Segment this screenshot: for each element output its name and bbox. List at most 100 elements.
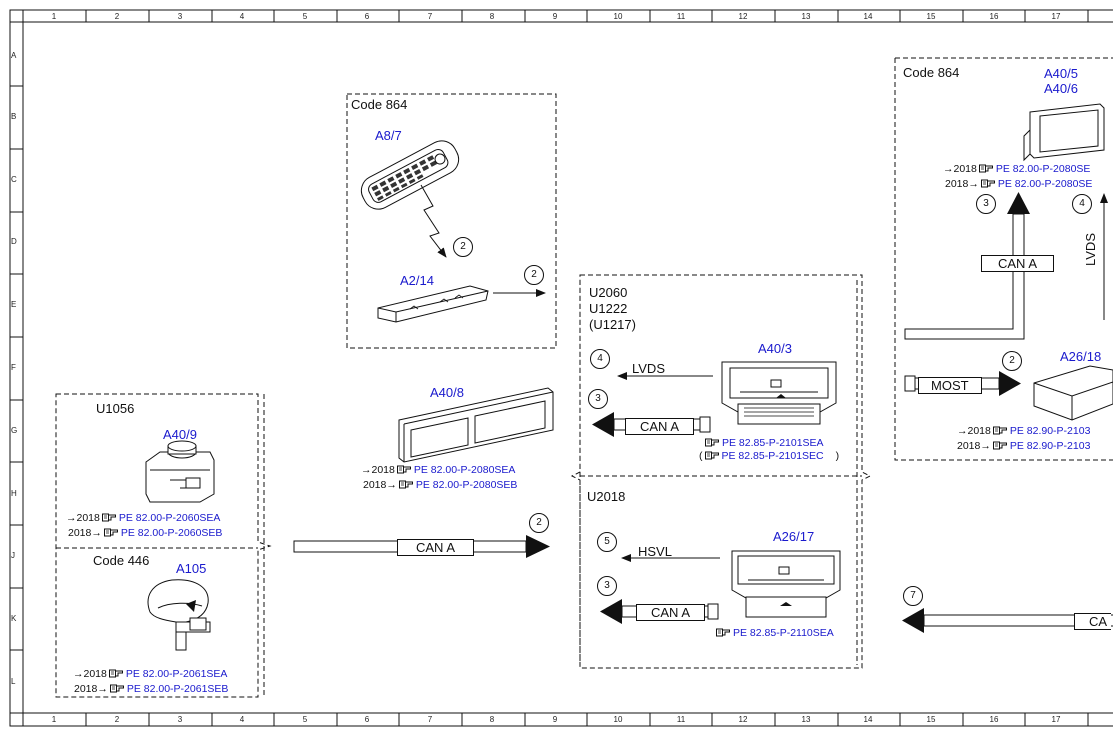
hand-pointer-icon (714, 627, 733, 639)
reference-code[interactable]: PE 82.00-P-2080SE (997, 178, 1093, 190)
hand-pointer-icon (979, 178, 998, 190)
reference-a105-up[interactable]: →2018 PE 82.00-P-2061SEA (73, 669, 227, 680)
reference-code[interactable]: PE 82.00-P-2060SEB (120, 527, 223, 539)
ruler-row-label: G (11, 426, 18, 435)
hand-pointer-icon (102, 527, 121, 539)
display-a40-8 (398, 387, 554, 463)
hand-pointer-icon (703, 437, 722, 449)
ruler-column-label: 15 (926, 715, 936, 724)
reference-prefix: 2018→ (363, 479, 397, 491)
callout-3-a26-17: 3 (597, 576, 617, 596)
reference-a105-from[interactable]: 2018→ PE 82.00-P-2061SEB (74, 684, 228, 695)
ruler-row-label: E (11, 300, 17, 309)
ruler-row-label: L (11, 677, 16, 686)
reference-code[interactable]: PE 82.85-P-2110SEA (733, 627, 834, 639)
reference-a26-18-from[interactable]: 2018→ PE 82.90-P-2103 (957, 441, 1090, 452)
ruler-column-label: 4 (239, 715, 245, 724)
controller-a40-9 (145, 440, 215, 503)
ruler-column-label: 2 (114, 715, 120, 724)
reference-a40-8-from[interactable]: 2018→ PE 82.00-P-2080SEB (363, 480, 517, 491)
group-label-u1217: (U1217) (589, 317, 636, 332)
ruler-column-label: 12 (738, 715, 748, 724)
reference-code[interactable]: PE 82.00-P-2061SEA (125, 668, 228, 680)
reference-a40-8-up[interactable]: →2018 PE 82.00-P-2080SEA (361, 465, 515, 476)
hand-pointer-icon (977, 163, 996, 175)
reference-a40-9-from[interactable]: 2018→ PE 82.00-P-2060SEB (68, 528, 222, 539)
group-label-u1056: U1056 (96, 401, 135, 416)
group-label-u1222: U1222 (589, 301, 628, 316)
can-a-bus-right (904, 192, 1030, 340)
reference-prefix: ( (699, 450, 703, 462)
signal-label-lvds-a40-3: LVDS (632, 361, 665, 376)
hand-pointer-icon (991, 440, 1010, 452)
ruler-column-label: 7 (427, 12, 433, 21)
ruler-column-label: 11 (676, 12, 686, 21)
reference-prefix: 2018→ (68, 527, 102, 539)
ruler-column-label: 11 (676, 715, 686, 724)
reference-a40-3-b[interactable]: ( PE 82.85-P-2101SEC) (699, 451, 839, 462)
reference-code[interactable]: PE 82.85-P-2101SEC (721, 450, 824, 462)
group-box-code864-left (346, 93, 557, 349)
reference-a40-3-a[interactable]: PE 82.85-P-2101SEA (703, 438, 824, 449)
callout-5-hsvl: 5 (597, 532, 617, 552)
component-label-a2-14: A2/14 (400, 273, 434, 288)
callout-2-most: 2 (1002, 351, 1022, 371)
signal-label-can-partial: CA (1074, 613, 1112, 630)
group-box-code864-right (894, 57, 1113, 461)
ruler-column-label: 9 (552, 12, 558, 21)
hand-pointer-icon (395, 464, 414, 476)
reference-prefix: →2018 (361, 464, 395, 476)
ruler-column-label: 5 (302, 715, 308, 724)
reference-code[interactable]: PE 82.85-P-2101SEA (722, 437, 824, 449)
ruler-column-label: 17 (1051, 715, 1061, 724)
ruler-column-label: 8 (489, 12, 495, 21)
signal-label-hsvl: HSVL (638, 544, 672, 559)
reference-code[interactable]: PE 82.90-P-2103 (1009, 440, 1091, 452)
gear-selector-a105 (147, 579, 211, 651)
ruler-row-label: F (11, 363, 16, 372)
module-a26-17 (731, 550, 841, 618)
signal-label-can-a-a40-3: CAN A (625, 418, 695, 435)
reference-code[interactable]: PE 82.00-P-2080SEA (413, 464, 516, 476)
reference-suffix: ) (835, 450, 840, 462)
ruler-column-label: 16 (989, 12, 999, 21)
can-a-bus-bottom-right (902, 608, 1113, 633)
reference-code[interactable]: PE 82.00-P-2080SEB (415, 479, 518, 491)
group-label-u2060: U2060 (589, 285, 628, 300)
reference-code[interactable]: PE 82.00-P-2080SE (995, 163, 1091, 175)
ruler-column-label: 15 (926, 12, 936, 21)
ruler-column-label: 6 (364, 715, 370, 724)
ruler-column-label: 1 (51, 12, 57, 21)
signal-label-lvds-right: LVDS (1083, 233, 1098, 266)
signal-label-can-a-a26-17: CAN A (636, 604, 706, 621)
ruler-column-label: 1 (51, 715, 57, 724)
component-label-a26-17: A26/17 (773, 529, 815, 544)
reference-a26-17[interactable]: PE 82.85-P-2110SEA (714, 628, 834, 639)
reference-code[interactable]: PE 82.90-P-2103 (1009, 425, 1091, 437)
reference-code[interactable]: PE 82.00-P-2060SEA (118, 512, 221, 524)
ruler-column-label: 3 (177, 715, 183, 724)
signal-label-can-a-center: CAN A (397, 539, 475, 556)
wireless-signal-line (420, 184, 447, 258)
ruler-column-label: 14 (863, 715, 873, 724)
callout-3-a40-3: 3 (588, 389, 608, 409)
reference-prefix: →2018 (73, 668, 107, 680)
callout-2-can-center: 2 (529, 513, 549, 533)
ruler-column-label: 14 (863, 12, 873, 21)
reference-code[interactable]: PE 82.00-P-2061SEB (126, 683, 229, 695)
reference-a40-5-from[interactable]: 2018→PE 82.00-P-2080SE (945, 179, 1092, 190)
reference-prefix: 2018→ (957, 440, 991, 452)
hand-pointer-icon (107, 668, 126, 680)
signal-label-can-a-right: CAN A (981, 255, 1055, 272)
callout-7: 7 (903, 586, 923, 606)
reference-prefix: 2018→ (74, 683, 108, 695)
ruler-ticks (10, 10, 1089, 726)
component-label-a105: A105 (176, 561, 207, 576)
display-a40-5 (1023, 103, 1105, 162)
signal-label-most: MOST (918, 377, 982, 394)
ruler-column-label: 5 (302, 12, 308, 21)
callout-4-lvds: 4 (590, 349, 610, 369)
